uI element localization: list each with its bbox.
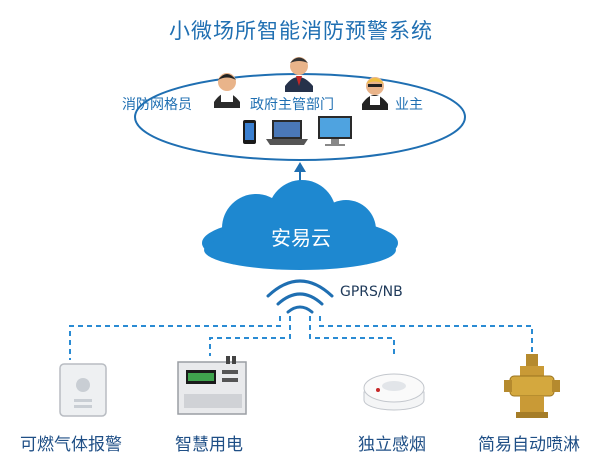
wireless-signal-icon [266,279,334,314]
smoke-detector-icon [363,373,425,411]
grid-member-avatar-icon [214,73,240,108]
gas-detector-icon [59,363,107,417]
device-label-sprinkler: 简易自动喷淋 [478,435,580,455]
smartphone-icon [243,120,256,144]
cloud-label: 安易云 [271,226,331,250]
role-owner-label: 业主 [395,97,423,113]
up-arrow-icon [294,162,306,172]
role-grid-member-label: 消防网格员 [122,97,192,113]
device-label-electric: 智慧用电 [175,435,243,455]
sprinkler-valve-icon [504,354,560,418]
government-avatar-icon [285,57,313,92]
diagram-title: 小微场所智能消防预警系统 [169,19,433,43]
device-label-gas: 可燃气体报警 [20,435,122,455]
device-label-smoke: 独立感烟 [358,435,426,455]
owner-avatar-icon [362,77,388,110]
laptop-icon [266,120,308,145]
desktop-monitor-icon [318,116,352,146]
cloud-icon [202,180,398,270]
dashed-connections [69,316,533,360]
role-government-label: 政府主管部门 [250,97,334,113]
network-label: GPRS/NB [340,284,403,300]
electrical-monitor-icon [177,356,247,415]
